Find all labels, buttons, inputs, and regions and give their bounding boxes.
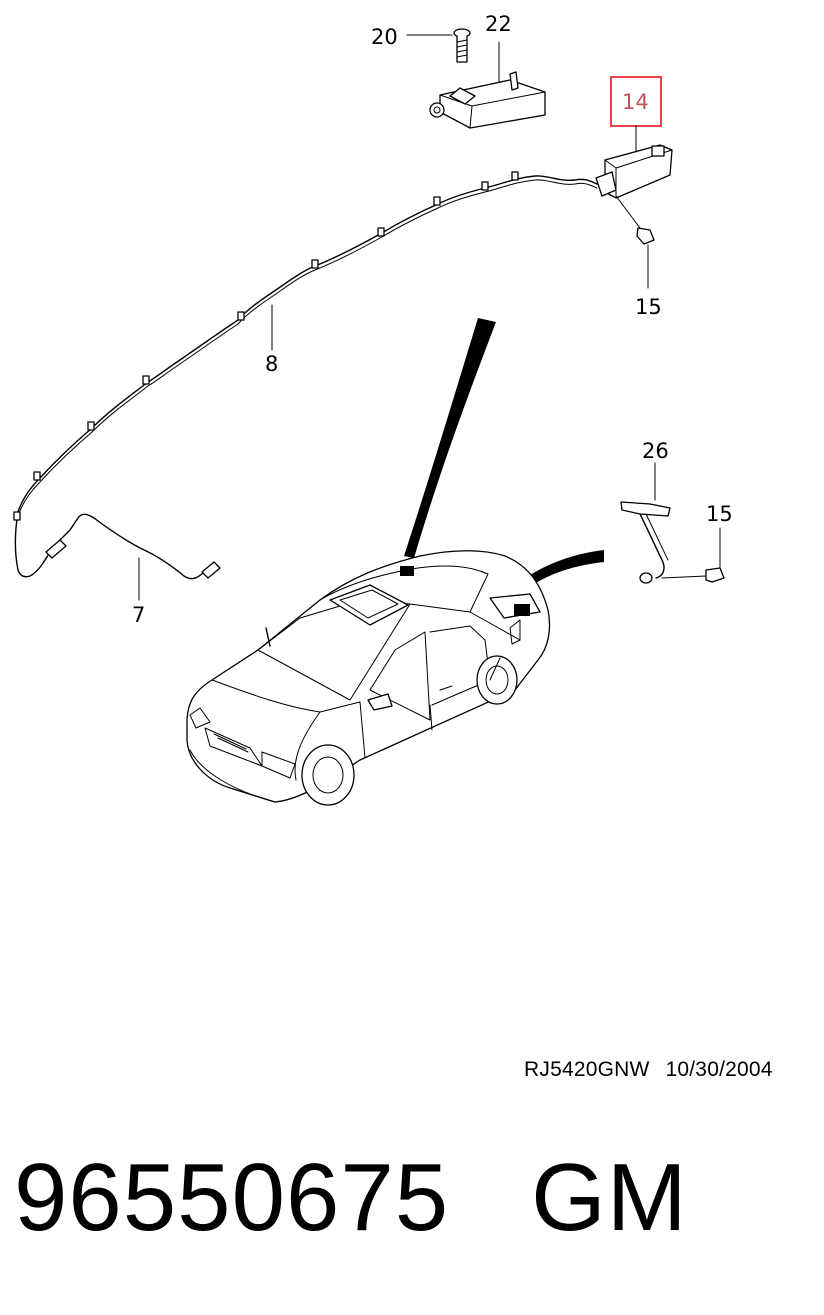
reference-date: 10/30/2004 bbox=[665, 1058, 773, 1081]
callout-22: 22 bbox=[485, 12, 512, 36]
brand-name: GM bbox=[531, 1144, 688, 1251]
parts-diagram: 20 22 14 15 8 26 15 7 bbox=[13, 12, 733, 806]
callout-20: 20 bbox=[371, 25, 398, 49]
amplifier-module-part bbox=[429, 71, 546, 129]
locator-arrow bbox=[404, 318, 496, 558]
callout-15-bottom: 15 bbox=[706, 502, 733, 526]
part-number: 96550675 bbox=[14, 1144, 450, 1251]
drawing-reference: RJ5420GNW 10/30/2004 bbox=[524, 1058, 773, 1082]
callout-15-top: 15 bbox=[635, 295, 662, 319]
callout-14: 14 bbox=[622, 90, 649, 114]
callout-26: 26 bbox=[642, 439, 669, 463]
antenna-module-part bbox=[595, 144, 673, 199]
bolt-part bbox=[615, 195, 655, 245]
antenna-cable-part bbox=[13, 171, 598, 578]
reference-code: RJ5420GNW bbox=[524, 1058, 650, 1081]
ground-strap-part bbox=[620, 501, 725, 584]
callout-8: 8 bbox=[265, 352, 278, 376]
callout-7: 7 bbox=[132, 603, 145, 627]
vehicle-illustration bbox=[186, 550, 551, 806]
extension-cable-part bbox=[77, 513, 221, 580]
screw-part bbox=[453, 28, 471, 63]
